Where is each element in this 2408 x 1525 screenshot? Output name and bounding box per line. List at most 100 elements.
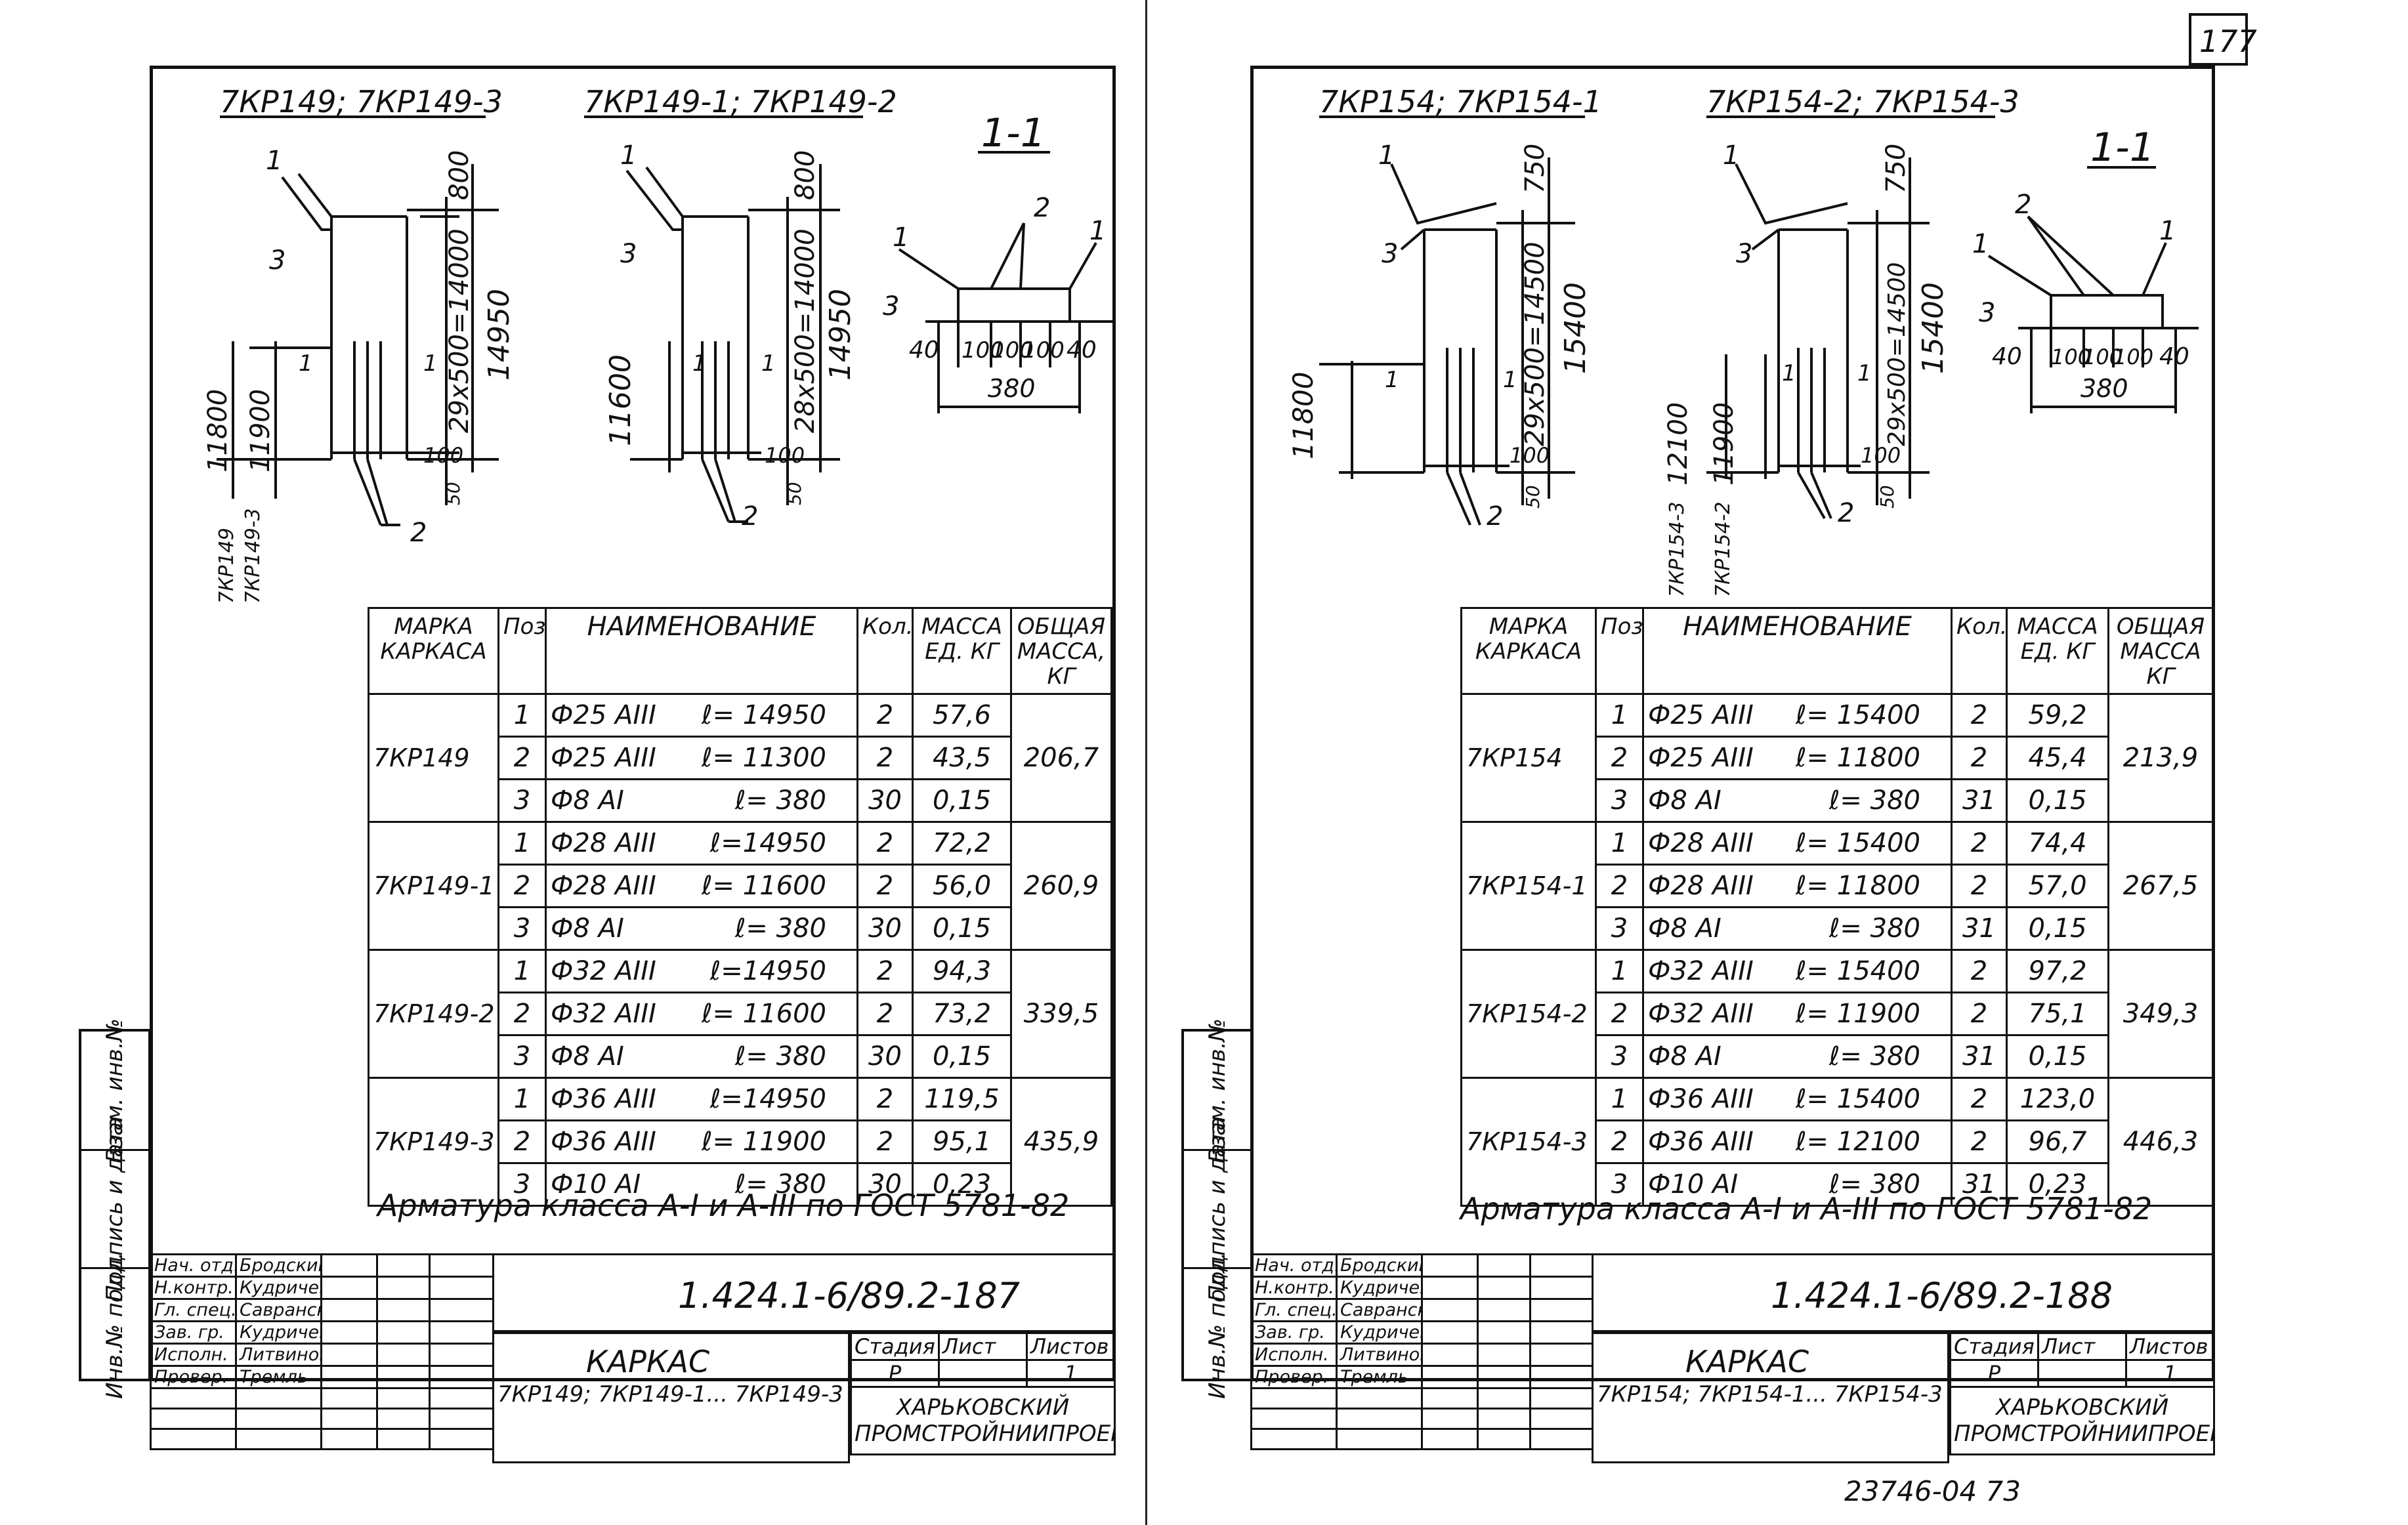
cell-qty: 30 — [856, 906, 914, 951]
r-org-name: ХАРЬКОВСКИЙ ПРОМСТРОЙНИИПРОЕКТ — [1954, 1394, 2214, 1447]
left-spec-table: МАРКА КАРКАСА Поз. НАИМЕНОВАНИЕ Кол. МАС… — [368, 607, 1112, 1207]
stamp-row-empty — [150, 1428, 494, 1450]
bar-length: ℓ= 15400 — [1796, 956, 1920, 986]
r-dim-50-b: 50 — [1876, 485, 1898, 509]
stamp-row: Нач. отд.Бродский — [1250, 1253, 1594, 1278]
stamp-date — [1477, 1298, 1531, 1322]
dim-50-a: 50 — [442, 482, 464, 505]
bar-length: ℓ= 11800 — [1796, 743, 1920, 773]
stamp-empty-cell — [1421, 1387, 1479, 1410]
sec-dim-40-b: 40 — [1067, 337, 1097, 364]
stamp-extra — [1529, 1365, 1594, 1389]
page-number: 177 — [2199, 24, 2257, 59]
r-sheet-value — [2037, 1359, 2127, 1388]
left-header-group2: 7КР149-1; 7КР149-2 — [584, 84, 897, 119]
cut-mark-b: 1 — [423, 350, 438, 377]
cell-mass: 0,23 — [2006, 1162, 2109, 1207]
r-variant-label-2: 7КР154-2 — [1712, 501, 1735, 597]
stamp-row: Н.контр.Кудричевская — [1250, 1276, 1594, 1300]
r-dim-12100: 12100 — [1663, 402, 1693, 486]
sidebar-cell-signature: Подпись и дата — [81, 1117, 148, 1301]
bar-designation: Ф28 АIII — [1648, 828, 1754, 858]
stamp-empty-cell — [150, 1408, 237, 1430]
stamp-empty-cell — [1336, 1408, 1423, 1430]
cell-mass: 123,0 — [2006, 1077, 2109, 1121]
cell-pos: 2 — [1595, 864, 1644, 908]
cell-qty: 2 — [856, 1119, 914, 1164]
cell-mass: 57,6 — [912, 693, 1012, 738]
bar-designation: Ф25 АIII — [551, 700, 656, 730]
r-sec-dim-40-a: 40 — [1992, 343, 2022, 370]
bar-designation: Ф28 АIII — [551, 871, 656, 901]
left-note: Арматура класса А-I и А-III по ГОСТ 5781… — [377, 1188, 1070, 1223]
dim-50-b: 50 — [784, 482, 805, 505]
stamp-signature — [320, 1253, 378, 1278]
stamp-row: Зав. гр.Кудричевская — [150, 1320, 494, 1345]
page-divider — [1145, 0, 1147, 1525]
r-sec-dim-100-a: 100 — [2051, 345, 2091, 369]
stamp-row: Гл. спец.Савранский — [1250, 1298, 1594, 1322]
cell-total-mass: 206,7 — [1010, 693, 1112, 823]
r-cut-mark-a: 1 — [1385, 367, 1399, 393]
r-table-header-row: МАРКА КАРКАСА Поз. НАИМЕНОВАНИЕ Кол. МАС… — [1460, 607, 2214, 695]
col-total: ОБЩАЯ МАССА, КГ — [1010, 607, 1112, 695]
stamp-date — [376, 1320, 431, 1345]
stamp-role: Н.контр. — [150, 1276, 237, 1300]
cell-pos: 3 — [497, 1034, 547, 1079]
cell-mass: 0,15 — [2006, 906, 2109, 951]
cell-pos: 2 — [1595, 1119, 1644, 1164]
org-name: ХАРЬКОВСКИЙ ПРОМСТРОЙНИИПРОЕКТ — [855, 1394, 1115, 1447]
dim-100-a: 100 — [423, 443, 463, 468]
stamp-signature — [320, 1320, 378, 1345]
right-note: Арматура класса А-I и А-III по ГОСТ 5781… — [1460, 1191, 2153, 1226]
stamp-empty-cell — [1250, 1408, 1338, 1430]
sidebar-cell-signature-r: Подпись и дата — [1184, 1117, 1251, 1301]
r-dim-15400-a: 15400 — [1559, 282, 1592, 374]
stamp-date — [376, 1276, 431, 1300]
stamp-empty-cell — [1529, 1428, 1594, 1450]
cut-mark-a: 1 — [299, 350, 313, 377]
right-section-title: 1-1 — [2090, 125, 2155, 171]
bar-length: ℓ= 12100 — [1796, 1127, 1920, 1157]
cell-qty: 2 — [856, 821, 914, 866]
cell-qty: 2 — [1951, 1077, 2008, 1121]
stamp-empty-cell — [320, 1428, 378, 1450]
cell-pos: 2 — [497, 1119, 547, 1164]
stamp-row-empty — [150, 1387, 494, 1410]
stamp-signature — [1421, 1253, 1479, 1278]
bar-designation: Ф25 АIII — [551, 743, 656, 773]
r-org-row: ХАРЬКОВСКИЙ ПРОМСТРОЙНИИПРОЕКТ — [1949, 1386, 2215, 1455]
sec-dim-380: 380 — [988, 374, 1036, 403]
left-doc-title: КАРКАС — [586, 1344, 710, 1379]
stamp-name: Савранский — [1336, 1298, 1423, 1322]
stamp-row: Исполн.Литвинова — [1250, 1343, 1594, 1367]
bar-designation: Ф36 АIII — [551, 1127, 656, 1157]
r-dim-11800: 11800 — [1287, 371, 1319, 459]
stamp-extra — [429, 1343, 494, 1367]
stamp-name: Кудричевская — [235, 1276, 322, 1300]
stamp-empty-cell — [1421, 1408, 1479, 1430]
left-section-title: 1-1 — [981, 110, 1046, 156]
dim-800-a: 800 — [444, 150, 475, 200]
r-pos-mark-2b: 2 — [1838, 498, 1854, 528]
stamp-role: Нач. отд. — [150, 1253, 237, 1278]
cell-mass: 0,15 — [912, 1034, 1012, 1079]
